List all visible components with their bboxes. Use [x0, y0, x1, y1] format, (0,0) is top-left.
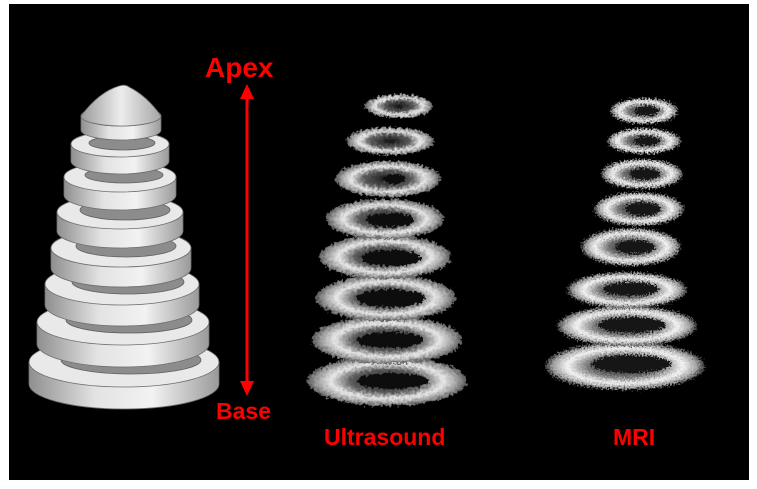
- mri-slice-9: [545, 342, 705, 390]
- apex-label: Apex: [205, 52, 273, 84]
- mri-slice-7: [567, 272, 687, 308]
- ultrasound-slice-1: [365, 94, 433, 118]
- mri-label: MRI: [613, 424, 655, 451]
- ultrasound-slice-5: [319, 235, 451, 279]
- ultrasound-slice-stack: [307, 94, 467, 406]
- ultrasound-label: Ultrasound: [324, 424, 445, 451]
- figure-canvas: [9, 4, 749, 480]
- mri-slice-2: [610, 98, 678, 124]
- ultrasound-slice-6: [316, 275, 456, 321]
- mri-slice-stack: [545, 98, 705, 390]
- model-apex-cone: [81, 85, 161, 126]
- stacked-disc-model: [29, 85, 219, 409]
- ultrasound-slice-2: [346, 127, 434, 155]
- ultrasound-slice-7: [312, 316, 462, 364]
- figure-panel: Apex Base Ultrasound MRI: [9, 4, 749, 480]
- mri-slice-6: [581, 228, 681, 266]
- ultrasound-slice-3: [335, 161, 441, 197]
- ultrasound-slice-4: [326, 199, 444, 239]
- mri-slice-5: [594, 192, 684, 226]
- double-headed-arrow-icon: [240, 84, 254, 396]
- mri-slice-4: [601, 159, 683, 189]
- mri-slice-3: [607, 128, 681, 154]
- mri-slice-8: [557, 306, 697, 346]
- base-label: Base: [216, 398, 271, 425]
